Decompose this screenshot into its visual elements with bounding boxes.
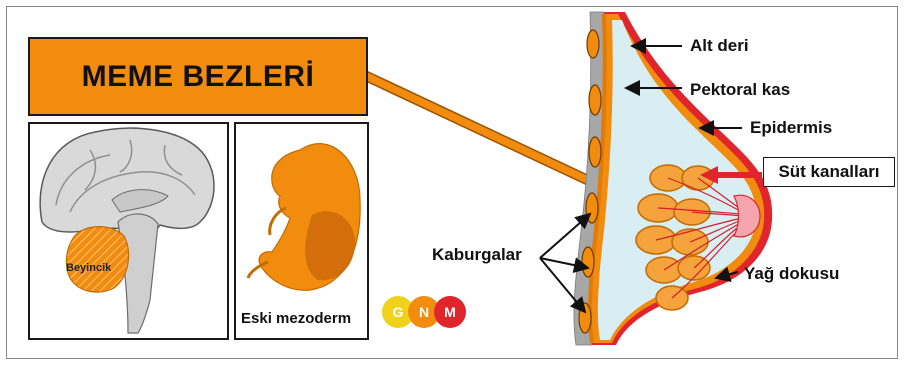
breast-illustration xyxy=(574,12,772,345)
label-epidermis: Epidermis xyxy=(750,118,832,138)
cerebellum-shape xyxy=(66,227,128,292)
label-sut-kanallari-box: Süt kanalları xyxy=(763,157,895,187)
label-pektoral-kas: Pektoral kas xyxy=(690,80,790,100)
page-title: MEME BEZLERİ xyxy=(82,60,315,94)
label-kaburgalar: Kaburgalar xyxy=(432,245,522,265)
brain-illustration xyxy=(40,128,214,333)
title-box: MEME BEZLERİ xyxy=(28,37,368,116)
label-sut-kanallari: Süt kanalları xyxy=(778,162,879,182)
label-alt-deri: Alt deri xyxy=(690,36,749,56)
label-yag-dokusu: Yağ dokusu xyxy=(744,264,839,284)
label-beyincik: Beyincik xyxy=(66,262,111,274)
logo-letter-m: M xyxy=(434,296,466,328)
embryo-illustration xyxy=(248,144,360,291)
label-eski-mezoderm: Eski mezoderm xyxy=(241,310,351,327)
